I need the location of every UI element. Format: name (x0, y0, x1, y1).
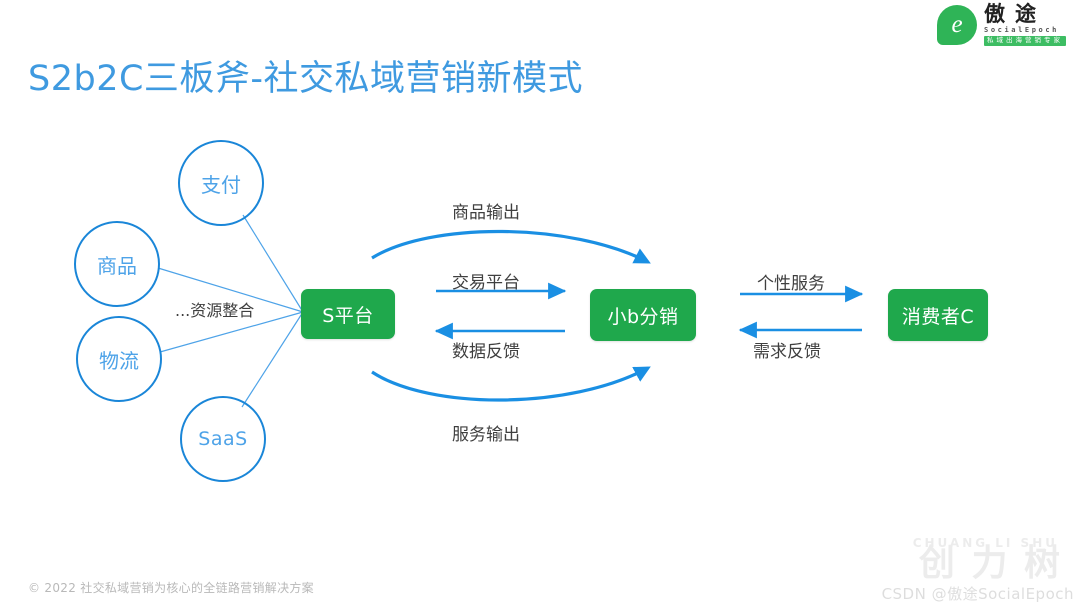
flow-service-output-curve (371, 366, 651, 402)
resource-circle-pay[interactable]: 支付 (178, 140, 264, 226)
resource-circle-logistics[interactable]: 物流 (76, 316, 162, 402)
brand-name-en: SocialEpoch (984, 26, 1059, 34)
flow-label-trade-platform: 交易平台 (452, 273, 520, 293)
node-small-b-label: 小b分销 (607, 305, 679, 328)
brand-logo: e 傲途 SocialEpoch 私域出海营销专家 (937, 4, 1066, 46)
brand-name-cn: 傲途 (984, 2, 1046, 26)
flow-label-service-output: 服务输出 (452, 425, 520, 445)
resource-circle-saas[interactable]: SaaS (180, 396, 266, 482)
page-title: S2b2C三板斧-社交私域营销新模式 (28, 59, 584, 99)
resource-circle-goods-label: 商品 (97, 253, 137, 278)
node-s-platform[interactable]: S平台 (301, 289, 395, 339)
resource-circle-goods[interactable]: 商品 (74, 221, 160, 307)
flow-label-demand-feedback: 需求反馈 (753, 342, 821, 362)
brand-wordmark: 傲途 SocialEpoch 私域出海营销专家 (984, 4, 1066, 46)
logo-bubble-shape (937, 4, 977, 45)
logo-letter-e: e (951, 10, 963, 38)
resource-integration-label: ...资源整合 (175, 301, 255, 320)
node-s-platform-label: S平台 (322, 304, 374, 327)
node-small-b[interactable]: 小b分销 (590, 289, 696, 341)
flow-label-goods-output: 商品输出 (452, 203, 520, 223)
resource-spokes (157, 214, 304, 408)
resource-circle-pay-label: 支付 (201, 172, 241, 197)
watermark-csdn: CSDN @傲途SocialEpoch (881, 585, 1074, 603)
node-consumer-c-label: 消费者C (901, 305, 975, 328)
resource-circle-saas-label: SaaS (198, 428, 248, 450)
resource-circle-logistics-label: 物流 (99, 348, 139, 373)
flow-goods-output-curve (371, 229, 651, 264)
flow-label-data-feedback: 数据反馈 (452, 342, 520, 362)
speech-bubble-e-icon: e (937, 4, 977, 45)
brand-tagline: 私域出海营销专家 (984, 36, 1066, 46)
footer-copyright: © 2022 社交私域营销为核心的全链路营销解决方案 (28, 581, 314, 595)
node-consumer-c[interactable]: 消费者C (888, 289, 988, 341)
flow-label-personal-service: 个性服务 (757, 274, 825, 294)
